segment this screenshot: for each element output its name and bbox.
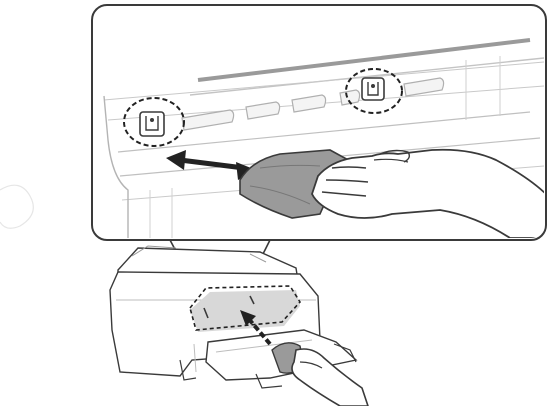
roller-guide-icon xyxy=(361,77,385,101)
hand-icon xyxy=(291,348,369,406)
small-arrow-icon xyxy=(240,310,272,346)
roller-row xyxy=(181,77,445,131)
hand-icon xyxy=(311,148,544,238)
highlight-circle-left xyxy=(123,97,185,147)
roller-guide-icon xyxy=(139,111,165,137)
highlight-circle-right xyxy=(345,68,403,114)
callout-zoom xyxy=(91,4,547,301)
edge-artifact-left xyxy=(0,184,34,229)
printer-illustration xyxy=(109,245,369,406)
slot-highlight-box xyxy=(189,285,301,331)
